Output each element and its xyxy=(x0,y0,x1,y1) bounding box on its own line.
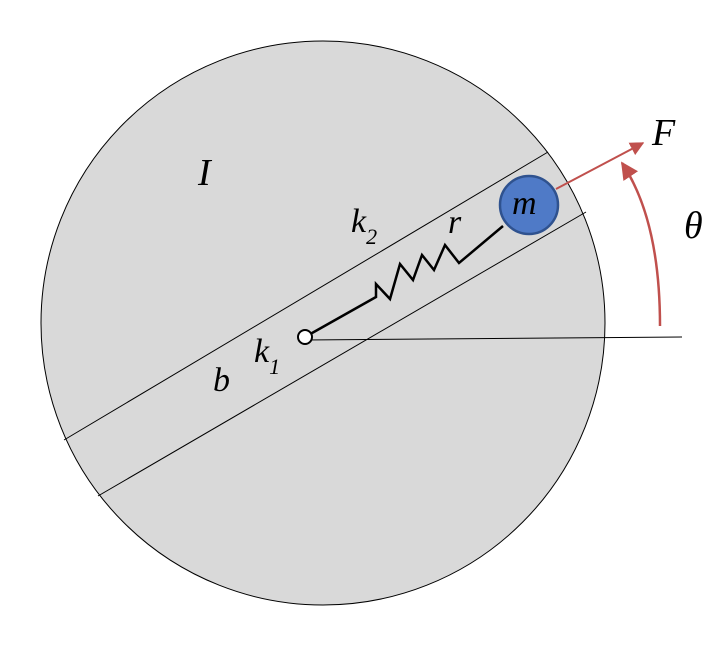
label-spring-k1-letter: k xyxy=(254,333,270,370)
label-angle: θ xyxy=(684,205,703,247)
reference-line xyxy=(304,336,683,341)
slot-lower-edge xyxy=(97,211,587,497)
disk xyxy=(40,40,606,606)
label-inertia: I xyxy=(197,152,213,194)
label-damper: b xyxy=(213,362,230,399)
label-spring-k1-sub: 1 xyxy=(269,354,280,379)
label-spring-k2-sub: 2 xyxy=(366,224,377,249)
label-spring-k2-letter: k xyxy=(351,203,367,240)
label-spring-k2: k2 xyxy=(351,203,377,249)
mass-ball xyxy=(498,174,560,236)
label-force: F xyxy=(651,112,676,154)
slot-upper-edge xyxy=(63,151,549,441)
angle-arrow xyxy=(620,161,662,327)
label-spring-k1: k1 xyxy=(254,333,280,379)
label-mass: m xyxy=(512,185,537,222)
force-arrow xyxy=(555,142,645,190)
pivot-point xyxy=(297,329,313,345)
label-radius: r xyxy=(448,204,462,241)
spring-rod xyxy=(304,225,504,339)
